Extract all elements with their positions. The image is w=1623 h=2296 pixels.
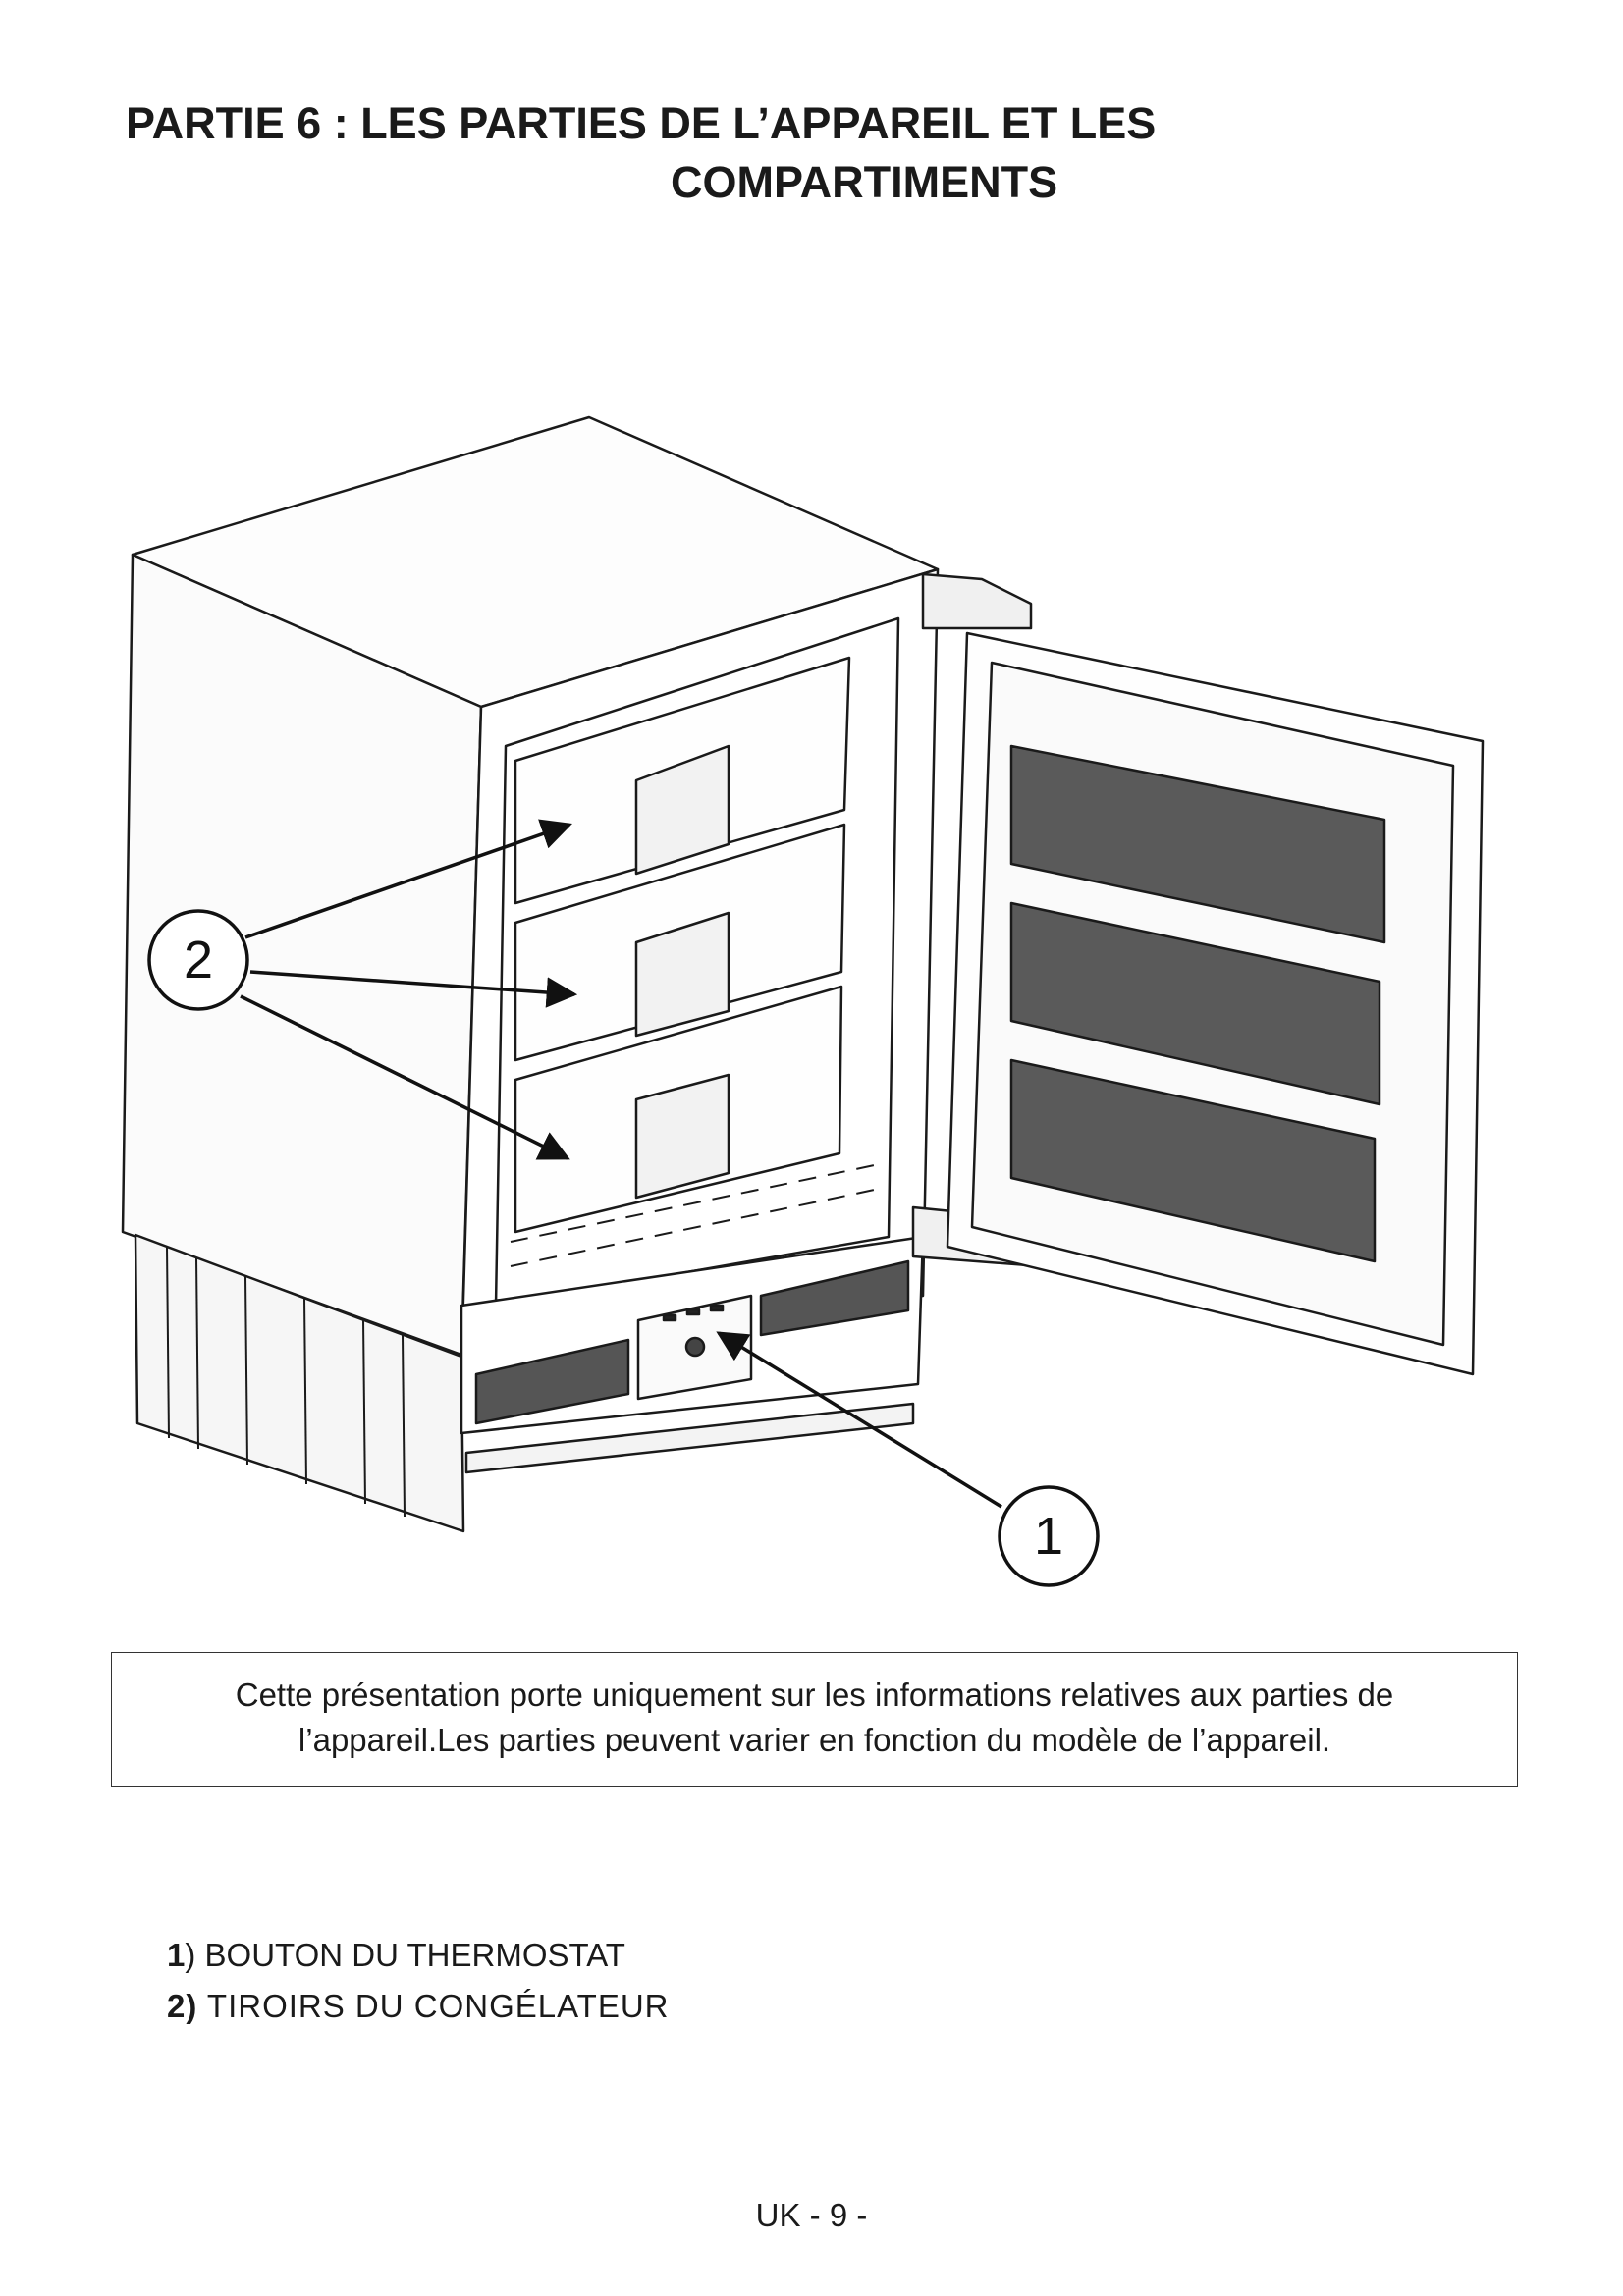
- callout-1: 1: [998, 1485, 1100, 1587]
- appliance-diagram: 2 1: [108, 393, 1522, 1629]
- page-title-line-1: PARTIE 6 : LES PARTIES DE L’APPAREIL ET …: [126, 98, 1157, 148]
- disclaimer-line-2: l’appareil.Les parties peuvent varier en…: [298, 1722, 1331, 1758]
- callout-1-label: 1: [1034, 1507, 1063, 1566]
- thermostat-panel: [636, 1294, 753, 1401]
- parts-legend: 1) BOUTON DU THERMOSTAT 2) TIROIRS DU CO…: [167, 1930, 670, 2032]
- thermostat-knob-icon: [684, 1336, 706, 1358]
- legend-item: 2) TIROIRS DU CONGÉLATEUR: [167, 1981, 670, 2032]
- disclaimer-line-1: Cette présentation porte uniquement sur …: [235, 1677, 1394, 1713]
- legend-item-paren: ): [185, 1937, 196, 1973]
- callout-2: 2: [147, 909, 249, 1011]
- callout-1-arrow: [716, 1331, 1002, 1509]
- disclaimer-box: Cette présentation porte uniquement sur …: [111, 1652, 1518, 1787]
- callout-2-arrow-middle: [249, 970, 578, 1008]
- callout-2-arrow-top: [244, 819, 572, 939]
- cabinet-base: [134, 1233, 465, 1533]
- drawer-middle: [514, 823, 846, 1062]
- door-shelf-middle: [1009, 901, 1381, 1106]
- door-shelf-bottom: [1009, 1058, 1377, 1263]
- page-number: UK - 9 -: [755, 2197, 868, 2233]
- callout-2-arrow-bottom: [240, 994, 570, 1160]
- legend-item-number: 2): [167, 1988, 198, 2024]
- right-vent-grille: [759, 1259, 910, 1337]
- legend-item-number: 1: [167, 1937, 186, 1973]
- base-ribs: [166, 1246, 406, 1518]
- drawer-top: [514, 656, 851, 905]
- appliance-diagram-svg: 2 1: [121, 415, 1485, 1587]
- hinge-top: [921, 572, 1033, 630]
- page-title-line-2: COMPARTIMENTS: [671, 157, 1058, 207]
- callout-2-label: 2: [184, 931, 213, 989]
- left-vent-grille: [474, 1338, 630, 1425]
- legend-item: 1) BOUTON DU THERMOSTAT: [167, 1930, 670, 1981]
- door-shelf-top: [1009, 744, 1386, 944]
- legend-item-label: TIROIRS DU CONGÉLATEUR: [197, 1988, 670, 2024]
- legend-item-label: BOUTON DU THERMOSTAT: [195, 1937, 625, 1973]
- drawer-bottom: [514, 985, 843, 1234]
- page-title: PARTIE 6 : LES PARTIES DE L’APPAREIL ET …: [126, 94, 1304, 212]
